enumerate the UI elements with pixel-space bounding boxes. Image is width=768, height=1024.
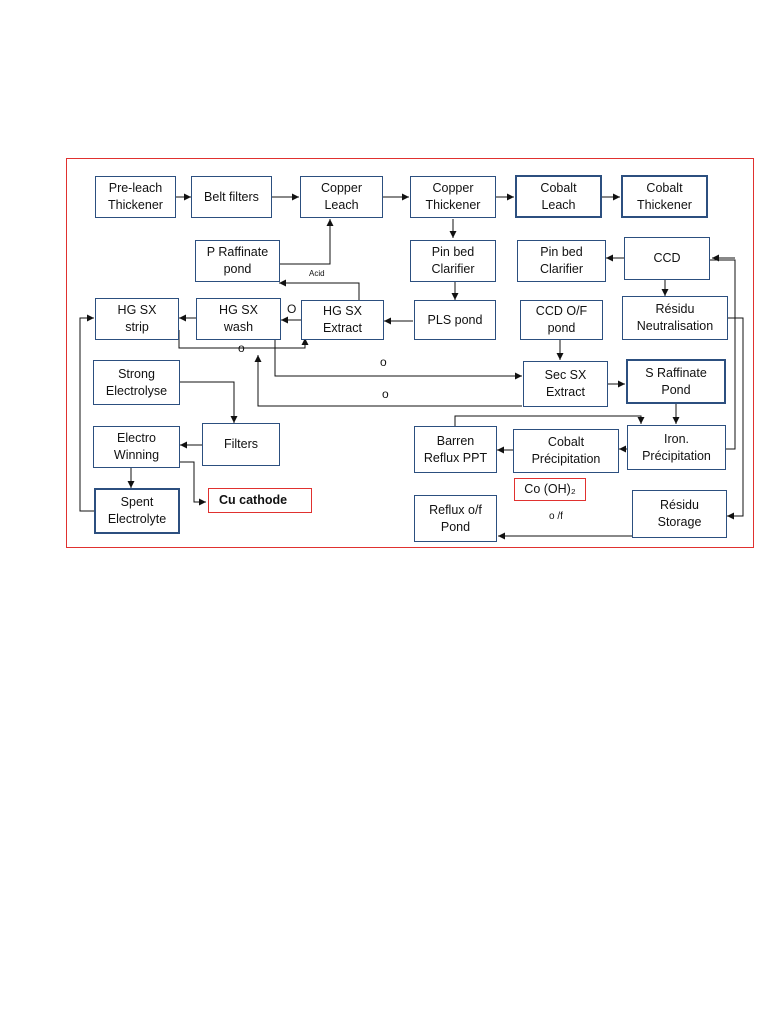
p-raffinate-pond-box: P Raffinate pond (195, 240, 280, 282)
cobalt-precipitation-box: Cobalt Précipitation (513, 429, 619, 473)
ccd-of-pond-box: CCD O/F pond (520, 300, 603, 340)
circle-marker-3: o (382, 387, 389, 401)
acid-label: Acid (309, 269, 325, 278)
cu-cathode-box: Cu cathode (208, 488, 312, 513)
filters-box: Filters (202, 423, 280, 466)
hg-sx-strip-box: HG SX strip (95, 298, 179, 340)
strong-electrolyse-box: Strong Electrolyse (93, 360, 180, 405)
circle-marker-2: o (380, 355, 387, 369)
cobalt-leach-box: Cobalt Leach (515, 175, 602, 218)
hg-sx-extract-box: HG SX Extract (301, 300, 384, 340)
ccd-box: CCD (624, 237, 710, 280)
copper-thickener-box: Copper Thickener (410, 176, 496, 218)
s-raffinate-pond-box: S Raffinate Pond (626, 359, 726, 404)
preleach-thickener-box: Pre-leach Thickener (95, 176, 176, 218)
iron-precipitation-box: Iron. Précipitation (627, 425, 726, 470)
pin-bed-clarifier-box-2: Pin bed Clarifier (517, 240, 606, 282)
electro-winning-box: Electro Winning (93, 426, 180, 468)
flowsheet-frame (66, 158, 754, 548)
circle-marker-1: o (238, 341, 245, 355)
of-label: o /f (549, 511, 563, 522)
residu-storage-box: Résidu Storage (632, 490, 727, 538)
hg-sx-wash-box: HG SX wash (196, 298, 281, 340)
copper-leach-box: Copper Leach (300, 176, 383, 218)
pin-bed-clarifier-box-1: Pin bed Clarifier (410, 240, 496, 282)
belt-filters-box: Belt filters (191, 176, 272, 218)
barren-reflux-ppt-box: Barren Reflux PPT (414, 426, 497, 473)
cobalt-thickener-box: Cobalt Thickener (621, 175, 708, 218)
co-oh2-box: Co (OH)₂ (514, 478, 586, 501)
pls-pond-box: PLS pond (414, 300, 496, 340)
spent-electrolyte-box: Spent Electrolyte (94, 488, 180, 534)
sec-sx-extract-box: Sec SX Extract (523, 361, 608, 407)
residu-neutralisation-box: Résidu Neutralisation (622, 296, 728, 340)
o-marker-label: O (287, 302, 297, 316)
reflux-of-pond-box: Reflux o/f Pond (414, 495, 497, 542)
